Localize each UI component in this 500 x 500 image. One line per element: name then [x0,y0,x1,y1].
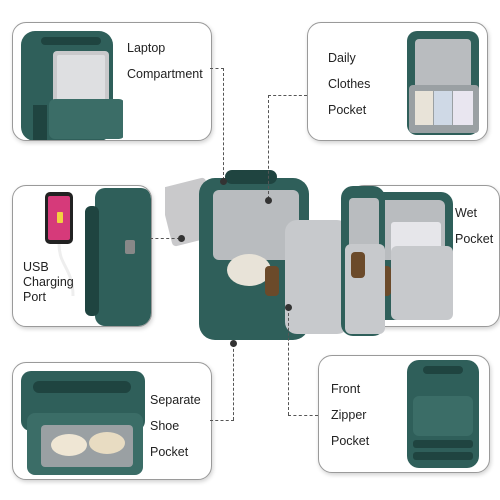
usb-charging-port-callout: USB Charging Port [12,185,152,327]
connector-zipper [288,415,318,416]
shoe-label-line-2: Shoe [150,419,180,433]
wet-label-line-1: Wet [455,206,477,220]
connector-zipper-dot [285,304,292,311]
clothes-pocket-photo [407,31,479,135]
front-pocket-photo [407,360,479,468]
connector-usb-dot [178,235,185,242]
connector-usb [150,238,180,239]
zipper-pocket-label: Front Zipper Pocket [331,376,369,454]
laptop-compartment-label: Laptop Compartment [127,35,203,87]
shoe-label-line-1: Separate [150,393,201,407]
connector-laptop [210,68,224,69]
connector-shoe [210,420,234,421]
wet-pocket-label: Wet Pocket [455,200,493,252]
zipper-label-line-1: Front [331,382,361,396]
clothes-label-line-2: Clothes [328,77,371,91]
connector-laptop-dot [220,178,227,185]
connector-zipper-vertical [288,308,289,415]
connector-shoe-vertical [233,344,234,420]
backpack-center-photo [165,170,385,340]
usb-label-line-2: Charging [23,275,74,289]
connector-laptop-vertical [223,68,224,180]
connector-clothes [268,95,307,96]
laptop-label-line-1: Laptop [127,41,166,55]
front-zipper-pocket-callout: Front Zipper Pocket [318,355,490,473]
usb-label-line-3: Port [23,290,46,304]
clothes-pocket-label: Daily Clothes Pocket [328,45,370,123]
shoe-label-line-3: Pocket [150,445,189,459]
wet-label-line-2: Pocket [455,232,494,246]
daily-clothes-pocket-callout: Daily Clothes Pocket [307,22,488,141]
usb-charging-photo [45,188,151,326]
clothes-label-line-3: Pocket [328,103,367,117]
shoe-pocket-label: Separate Shoe Pocket [150,387,201,465]
zipper-label-line-2: Zipper [331,408,367,422]
shoe-pocket-photo [21,371,145,475]
laptop-label-line-2: Compartment [127,67,203,81]
connector-clothes-vertical [268,95,269,199]
connector-clothes-dot [265,197,272,204]
usb-label-line-1: USB [23,260,49,274]
laptop-compartment-photo [21,31,123,140]
separate-shoe-pocket-callout: Separate Shoe Pocket [12,362,212,480]
laptop-compartment-callout: Laptop Compartment [12,22,212,141]
zipper-label-line-3: Pocket [331,434,370,448]
connector-shoe-dot [230,340,237,347]
clothes-label-line-1: Daily [328,51,356,65]
usb-port-label: USB Charging Port [23,260,74,305]
